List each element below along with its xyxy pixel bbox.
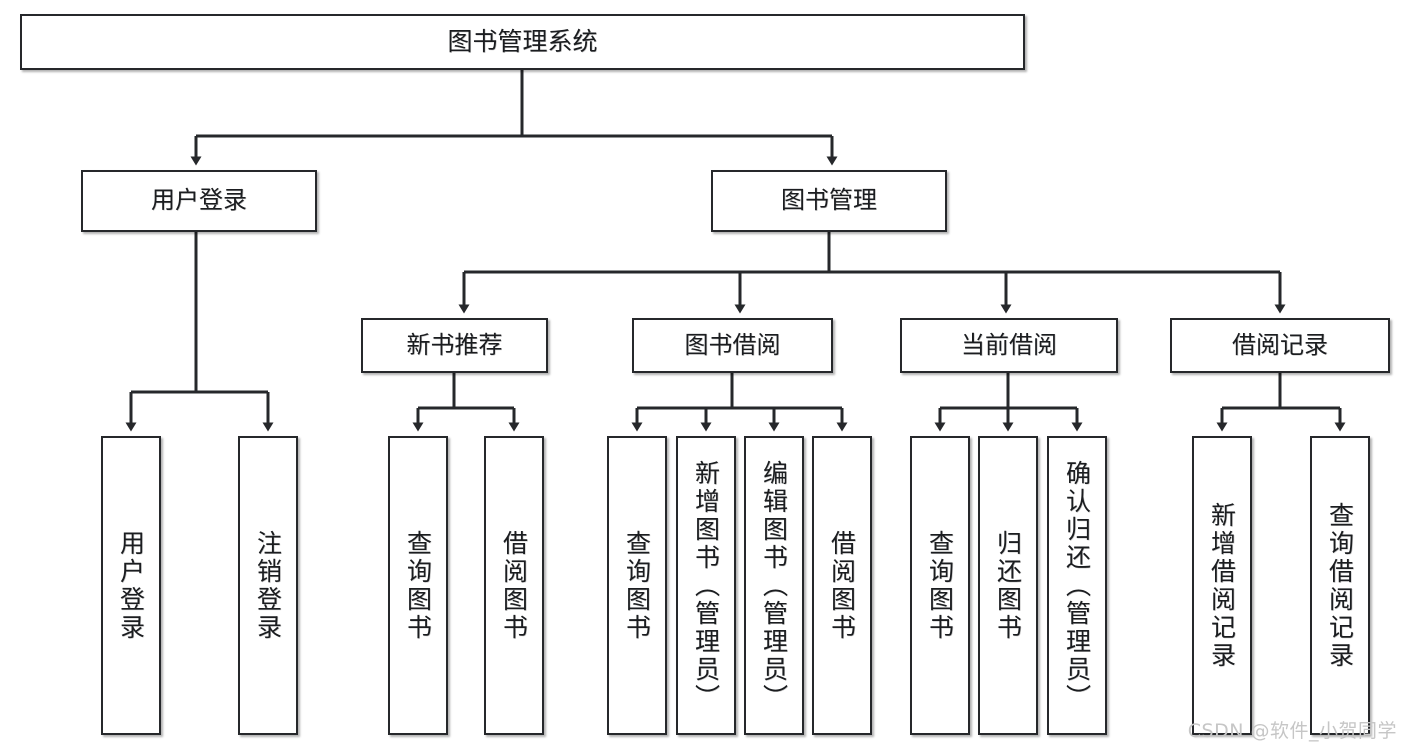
node-label: 查询图书 (403, 529, 433, 642)
leaf-borrow-add-book[interactable]: 新增图书（管理员） (676, 436, 736, 735)
node-label: 编辑图书（管理员） (759, 459, 789, 712)
leaf-current-return-book[interactable]: 归还图书 (978, 436, 1038, 735)
node-label: 查询图书 (622, 529, 652, 642)
node-label: 当前借阅 (961, 330, 1057, 359)
node-label: 查询借阅记录 (1325, 501, 1355, 670)
node-new-book-recommend[interactable]: 新书推荐 (361, 318, 548, 373)
node-label: 查询图书 (925, 529, 955, 642)
node-label: 注销登录 (253, 529, 283, 642)
node-label: 图书管理系统 (447, 26, 598, 56)
node-label: 归还图书 (993, 529, 1023, 642)
leaf-user-login[interactable]: 用户登录 (101, 436, 161, 735)
node-label: 新书推荐 (406, 330, 503, 359)
leaf-current-query-book[interactable]: 查询图书 (910, 436, 970, 735)
node-label: 借阅记录 (1232, 330, 1328, 359)
leaf-current-confirm-return[interactable]: 确认归还（管理员） (1047, 436, 1107, 735)
leaf-recommend-query-book[interactable]: 查询图书 (388, 436, 448, 735)
node-label: 用户登录 (116, 529, 146, 642)
leaf-borrow-query-book[interactable]: 查询图书 (607, 436, 667, 735)
node-user-login[interactable]: 用户登录 (81, 170, 317, 232)
leaf-user-logout[interactable]: 注销登录 (238, 436, 298, 735)
node-label: 图书借阅 (684, 330, 781, 359)
node-label: 借阅图书 (827, 529, 857, 642)
node-book-borrow[interactable]: 图书借阅 (632, 318, 833, 373)
node-book-management[interactable]: 图书管理 (711, 170, 947, 232)
node-label: 新增图书（管理员） (691, 459, 721, 712)
leaf-borrow-edit-book[interactable]: 编辑图书（管理员） (744, 436, 804, 735)
node-label: 新增借阅记录 (1207, 501, 1237, 670)
node-label: 确认归还（管理员） (1062, 459, 1092, 712)
leaf-recommend-borrow-book[interactable]: 借阅图书 (484, 436, 544, 735)
node-label: 借阅图书 (499, 529, 529, 642)
node-root[interactable]: 图书管理系统 (20, 14, 1025, 70)
node-borrow-record[interactable]: 借阅记录 (1170, 318, 1390, 373)
leaf-record-add[interactable]: 新增借阅记录 (1192, 436, 1252, 735)
node-label: 图书管理 (781, 186, 877, 215)
node-label: 用户登录 (151, 186, 247, 215)
leaf-record-query[interactable]: 查询借阅记录 (1310, 436, 1370, 735)
node-current-borrow[interactable]: 当前借阅 (900, 318, 1118, 373)
leaf-borrow-borrow-book[interactable]: 借阅图书 (812, 436, 872, 735)
